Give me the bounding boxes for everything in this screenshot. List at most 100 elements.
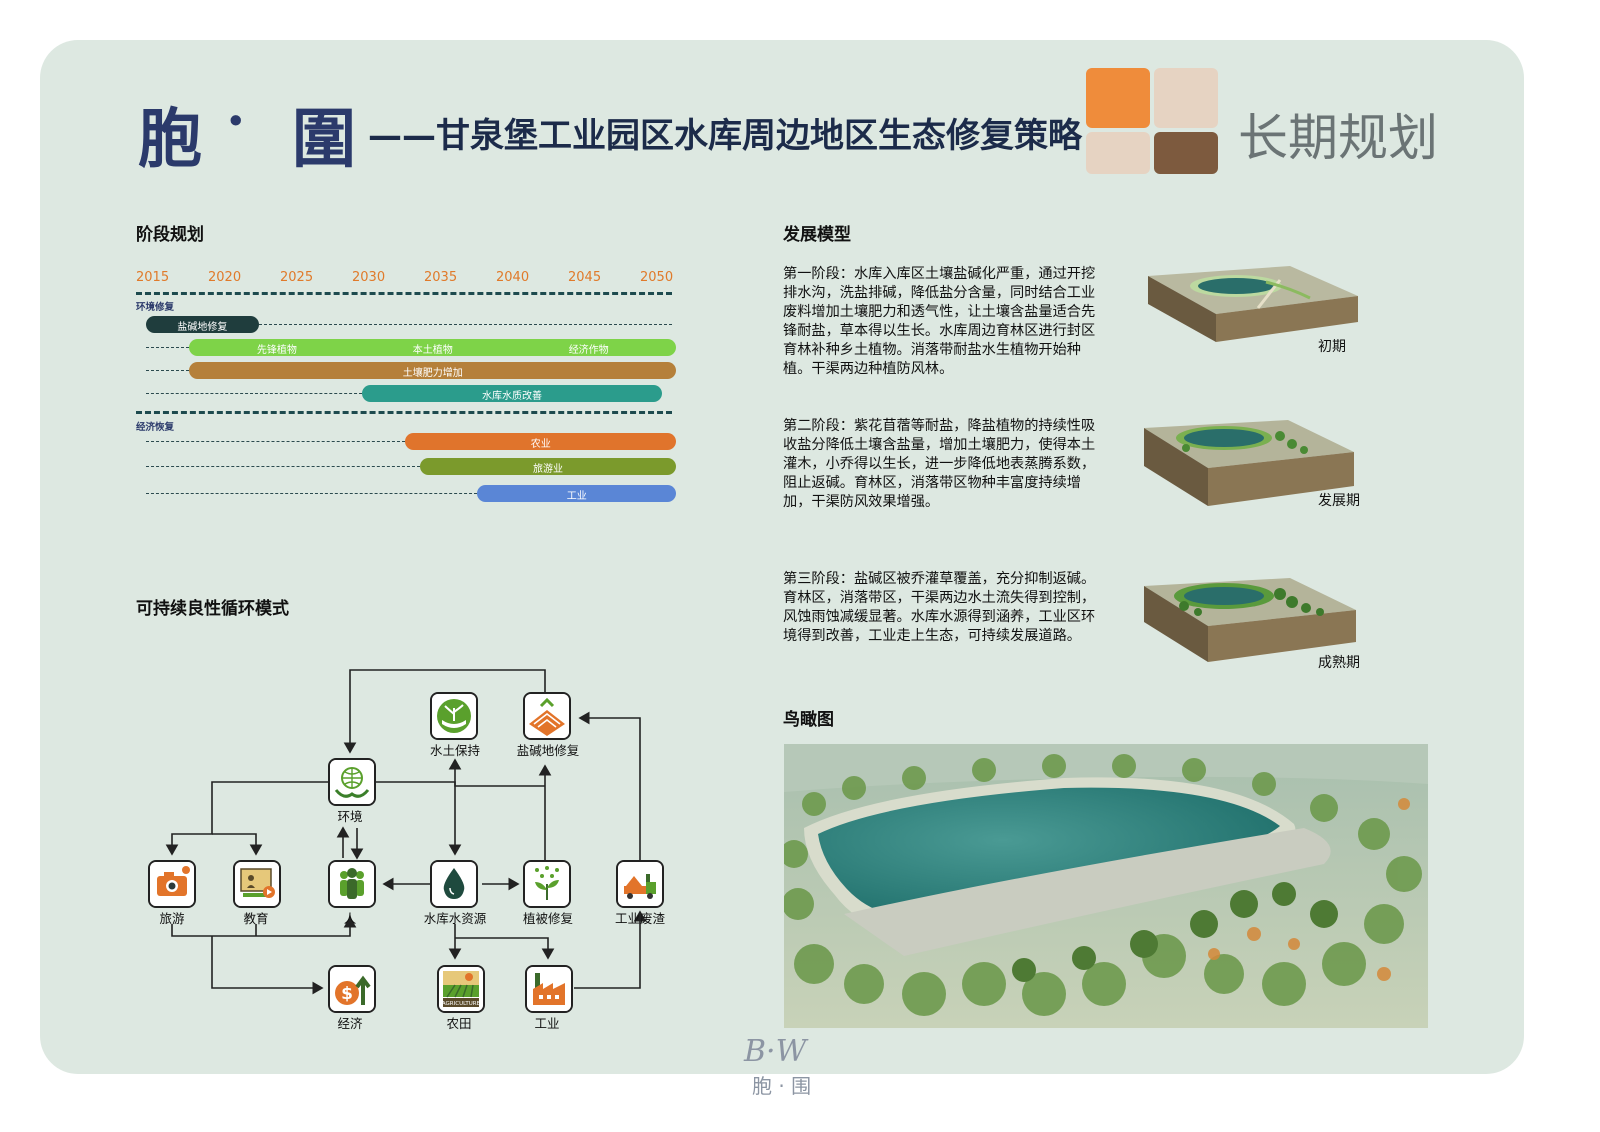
node-tourism <box>148 860 196 908</box>
stage-2-text: 第二阶段：紫花苜蓿等耐盐，降盐植物的持续性吸收盐分降低土壤含盐量，增加土壤肥力，… <box>783 418 1096 510</box>
label-reservoir-water: 水库水资源 <box>423 911 487 926</box>
timeline-bar-1: 先锋植物 本土植物 经济作物 <box>189 339 677 356</box>
year-tick-2025: 2025 <box>280 270 314 285</box>
logo-dot: · <box>226 88 246 154</box>
timeline-bar-4: 农业 <box>405 433 677 450</box>
model-title: 发展模型 <box>783 225 851 245</box>
farm-field-icon: AGRICULTURE <box>439 967 483 1011</box>
label-industry: 工业 <box>534 1016 560 1031</box>
bar-label-1-2: 经济作物 <box>568 345 609 356</box>
aerial-title: 鸟瞰图 <box>783 710 834 730</box>
stage-1-text: 第一阶段：水库入库区土壤盐碱化严重，通过开挖排水沟，洗盐排碱，降低盐分含量，同时… <box>783 266 1096 377</box>
node-vegetation <box>523 860 571 908</box>
label-environment: 环境 <box>337 809 363 824</box>
timeline-bar-3: 水库水质改善 <box>362 385 662 402</box>
label-farmland: 农田 <box>446 1016 472 1031</box>
phase-title: 长期规划 <box>1238 109 1438 167</box>
truck-icon <box>618 862 662 906</box>
bar-guide-1 <box>146 347 190 348</box>
logo-char-2: 圍 <box>292 102 356 177</box>
stage-3-label: 成熟期 <box>1318 655 1360 671</box>
node-people <box>328 860 376 908</box>
svg-text:$: $ <box>341 984 353 1004</box>
factory-icon <box>527 967 571 1011</box>
node-environment <box>328 758 376 806</box>
link-water-ind <box>455 937 555 960</box>
bar-label-5-0: 旅游业 <box>532 464 563 475</box>
bar-label-2-0: 土壤肥力增加 <box>402 368 463 379</box>
year-tick-2045: 2045 <box>568 270 602 285</box>
node-soil-conservation <box>430 692 478 740</box>
camera-icon <box>150 862 194 906</box>
node-industrial-waste <box>616 860 664 908</box>
bar-guide-2 <box>146 370 190 371</box>
node-education <box>233 860 281 908</box>
bar-guide-3 <box>146 393 362 394</box>
globe-hands-icon <box>330 760 374 804</box>
group-env-label: 环境修复 <box>136 302 175 313</box>
node-industry <box>525 965 573 1013</box>
bar-guide-4 <box>146 441 406 442</box>
link-saline-env <box>343 669 546 754</box>
timeline-bar-2: 土壤肥力增加 <box>189 362 677 379</box>
footer-mark: B·W <box>744 1034 807 1069</box>
link-ind-waste <box>574 910 647 989</box>
label-tourism: 旅游 <box>159 911 185 926</box>
cycle-connectors <box>165 669 647 995</box>
timeline-divider-top <box>136 292 672 295</box>
link-env-tour <box>165 781 328 856</box>
stage-2-label: 发展期 <box>1318 493 1360 509</box>
timeline-bar-6: 工业 <box>477 485 677 502</box>
timeline-bar-0: 盐碱地修复 <box>146 316 259 333</box>
link-veg-soil <box>448 758 545 787</box>
color-square-orange <box>1086 68 1150 128</box>
sprout-hand-icon <box>432 694 476 738</box>
logo-char-1: 胞 <box>138 102 202 177</box>
bar-guide-5 <box>146 466 420 467</box>
field-rows-icon <box>525 694 569 738</box>
year-tick-2040: 2040 <box>496 270 530 285</box>
label-soil-conservation: 水土保持 <box>429 743 481 758</box>
label-saline-repair: 盐碱地修复 <box>516 743 580 758</box>
label-industrial-waste: 工业废渣 <box>614 911 666 926</box>
year-tick-2015: 2015 <box>136 270 170 285</box>
link-env-edu <box>212 833 263 856</box>
timeline-title: 阶段规划 <box>136 225 204 245</box>
aerial-render <box>784 744 1428 1028</box>
bar-label-3-0: 水库水质改善 <box>482 391 542 402</box>
stage-2-model <box>1144 420 1354 506</box>
label-economy: 经济 <box>337 1016 363 1031</box>
farm-icon-text: AGRICULTURE <box>442 1001 481 1007</box>
bar-guide-0 <box>258 324 672 325</box>
bar-label-1-1: 本土植物 <box>412 345 453 356</box>
plant-rain-icon <box>525 862 569 906</box>
year-tick-2020: 2020 <box>208 270 242 285</box>
label-education: 教育 <box>243 911 269 926</box>
bar-label-0-0: 盐碱地修复 <box>177 322 228 333</box>
dollar-growth-icon: $ <box>330 967 374 1011</box>
water-drop-icon <box>432 862 476 906</box>
node-reservoir-water <box>430 860 478 908</box>
screen-play-icon <box>235 862 279 906</box>
stage-1-label: 初期 <box>1318 339 1346 355</box>
timeline-bar-5: 旅游业 <box>419 458 677 475</box>
node-economy: $ <box>328 965 376 1013</box>
link-env-water <box>374 781 462 856</box>
node-farmland: AGRICULTURE <box>437 965 485 1013</box>
bar-label-6-0: 工业 <box>566 491 587 502</box>
stage-3-text: 第三阶段：盐碱区被乔灌草覆盖，充分抑制返碱。育林区，消落带区，干渠两边水土流失得… <box>783 571 1096 644</box>
poster-subtitle: ——甘泉堡工业园区水库周边地区生态修复策略 <box>368 116 1082 156</box>
color-square-brown <box>1154 132 1218 174</box>
bar-guide-6 <box>146 493 478 494</box>
color-square-beige-1 <box>1154 68 1218 128</box>
year-tick-2050: 2050 <box>640 270 674 285</box>
bar-label-4-0: 农业 <box>530 439 551 450</box>
bar-label-1-0: 先锋植物 <box>256 345 297 356</box>
timeline-divider-mid <box>136 411 672 414</box>
link-tour-people <box>171 916 357 937</box>
year-tick-2035: 2035 <box>424 270 458 285</box>
footer-name: 胞 · 围 <box>752 1074 812 1098</box>
aerial-view-image <box>784 744 1428 1028</box>
people-group-icon <box>330 862 374 906</box>
cycle-title: 可持续良性循环模式 <box>136 599 289 619</box>
